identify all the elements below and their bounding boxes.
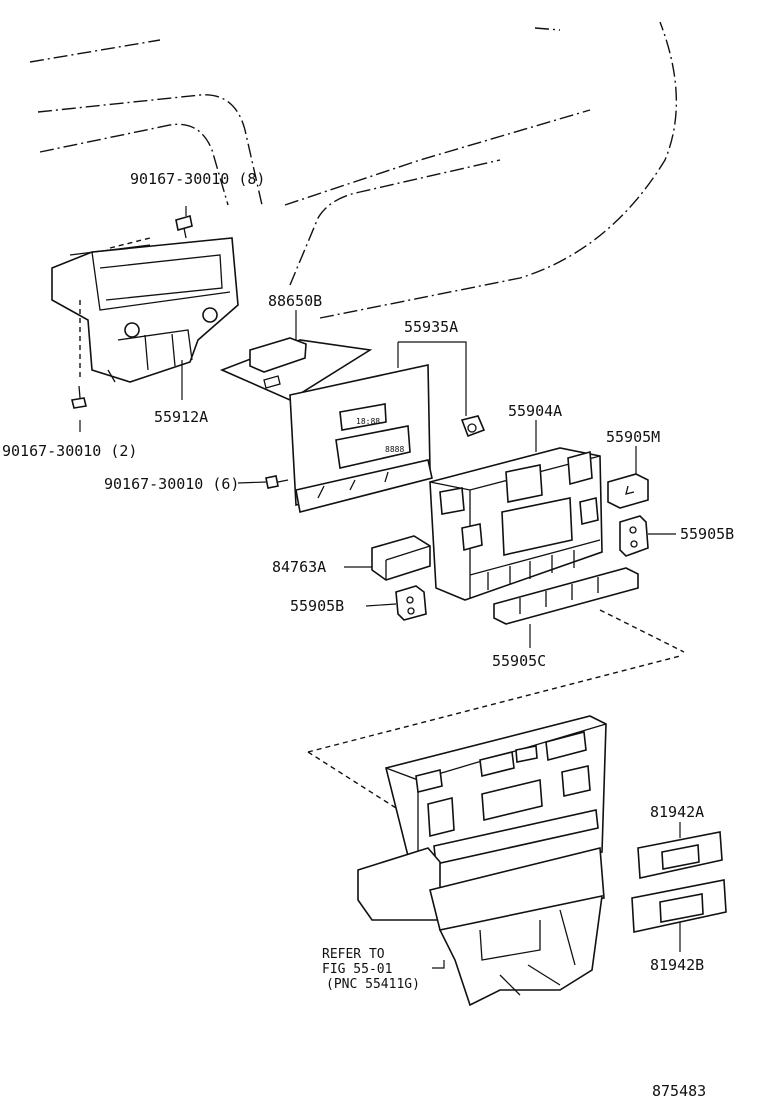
clock-readout-small: 18:88 <box>356 417 380 426</box>
bolt-icon <box>71 385 87 409</box>
callout-55905c: 55905C <box>492 652 546 670</box>
refer-note-line-3: (PNC 55411G) <box>326 977 420 992</box>
callout-55935a: 55935A <box>404 318 458 336</box>
callout-90167-30010-2: 90167-30010 (2) <box>2 442 137 460</box>
switch-knob-55905b-left <box>395 585 427 621</box>
callout-84763a: 84763A <box>272 558 326 576</box>
bolt-icon <box>175 214 193 239</box>
switch-knob-55905b-right <box>619 515 649 557</box>
clock-panel-81942b <box>631 879 727 933</box>
callout-81942a: 81942A <box>650 803 704 821</box>
bolt-icon <box>265 475 289 489</box>
circuit-board-88650b <box>219 337 373 401</box>
callout-90167-30010-8: 90167-30010 (8) <box>130 170 265 188</box>
callout-88650b: 88650B <box>268 292 322 310</box>
switch-knob-55905m <box>607 473 649 509</box>
callout-55905b-right: 55905B <box>680 525 734 543</box>
bolt-icon <box>460 415 486 438</box>
callout-55904a: 55904A <box>508 402 562 420</box>
refer-note-line-1: REFER TO <box>322 947 385 962</box>
callout-55912a: 55912A <box>154 408 208 426</box>
dashboard-outline <box>29 21 678 319</box>
button-strip-55905c <box>493 567 639 625</box>
figure-number: 875483 <box>652 1082 706 1100</box>
center-bezel <box>357 715 607 1007</box>
display-unit-55935a: 18:88 8888 <box>289 364 433 513</box>
callout-55905m: 55905M <box>606 428 660 446</box>
callout-55905b-left: 55905B <box>290 597 344 615</box>
clock-panel-81942a <box>637 831 723 879</box>
switch-84763a <box>371 535 431 581</box>
control-unit-55904a <box>429 447 603 601</box>
bracket-55912a <box>51 237 239 383</box>
refer-note-line-2: FIG 55-01 <box>322 962 392 977</box>
callout-90167-30010-6: 90167-30010 (6) <box>104 475 239 493</box>
clock-readout-large: 8888 <box>385 445 404 454</box>
callout-81942b: 81942B <box>650 956 704 974</box>
